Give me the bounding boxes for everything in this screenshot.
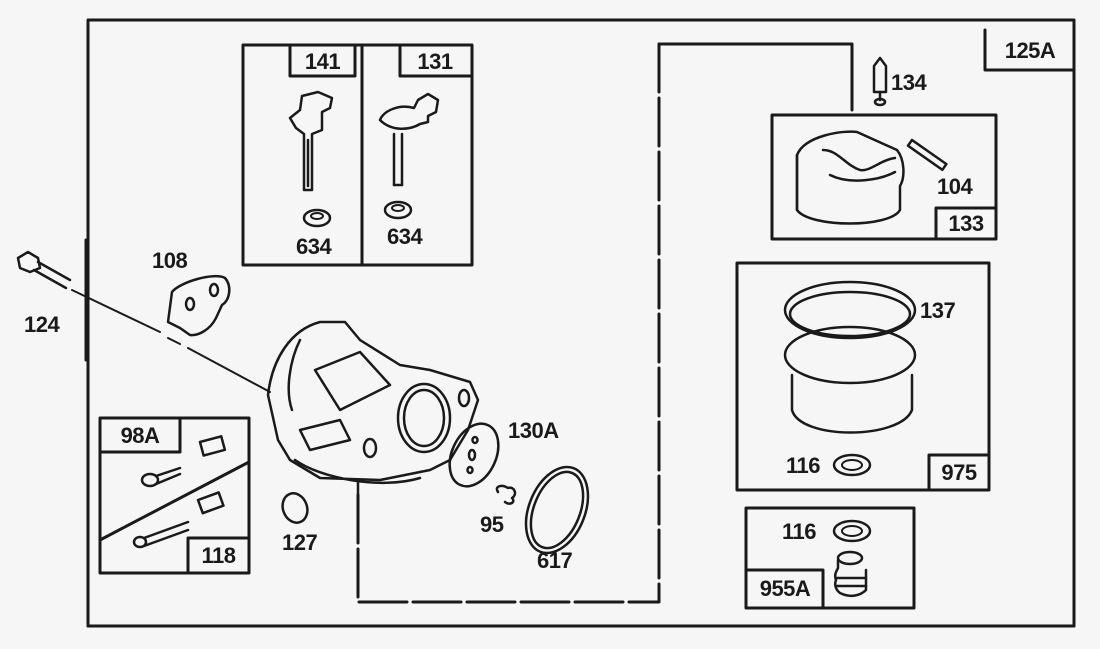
screw-124-icon [16,250,72,290]
needle-134-icon [872,56,888,107]
part-label-127: 127 [282,530,318,555]
part-label-617: 617 [537,548,573,573]
outer-frame [86,18,1076,628]
part-label-116: 116 [786,453,821,478]
kit-label-133: 133 [948,211,984,236]
kit-label-141: 141 [304,49,341,74]
part-label-116: 116 [782,519,817,544]
part-label-124: 124 [24,312,60,337]
part-label-134: 134 [891,70,927,95]
part-label-108: 108 [152,248,188,273]
spring-95-icon [495,484,517,505]
float-133-icon [795,130,905,225]
kit-box-133 [770,113,998,241]
screw-118-icon [132,520,190,549]
gasket-116-icon [832,519,872,543]
kit-label-131: 131 [417,49,453,74]
pin-104-icon [906,138,948,172]
oring-617-icon [524,465,590,555]
assembly-label-125A: 125A [1004,38,1056,63]
kit-box-955A [744,506,916,610]
kit-label-975: 975 [941,460,977,485]
part-label-634: 634 [296,234,332,259]
carburetor-body-icon [266,320,480,502]
plate-130A-icon [448,422,500,488]
bowl-975-icon [783,280,917,434]
part-label-634: 634 [387,224,423,249]
bowl-nut-955A-icon [833,550,868,598]
seal-634-icon [302,208,332,228]
kit-label-118: 118 [201,543,237,568]
part-label-104: 104 [937,174,973,199]
plug-127-icon [281,492,309,524]
assembly-frame-125A [356,28,1076,604]
seal-634-icon [383,200,413,220]
spring-118-icon [196,491,225,515]
part-label-130A: 130A [508,418,559,443]
part-label-137: 137 [920,298,956,323]
screw-98A-icon [140,466,182,488]
throttle-plate-108-icon [166,275,231,337]
choke-shaft-141-icon [288,90,334,192]
kit-box-141-131 [241,43,474,267]
kit-label-98A: 98A [120,422,160,448]
kit-box-98A-118 [98,416,251,575]
throttle-shaft-131-icon [378,92,440,187]
kit-label-955A: 955A [759,576,811,601]
kit-box-975 [735,261,991,492]
spring-98A-icon [198,435,227,457]
gasket-116-icon [832,453,872,477]
part-label-95: 95 [480,512,504,537]
